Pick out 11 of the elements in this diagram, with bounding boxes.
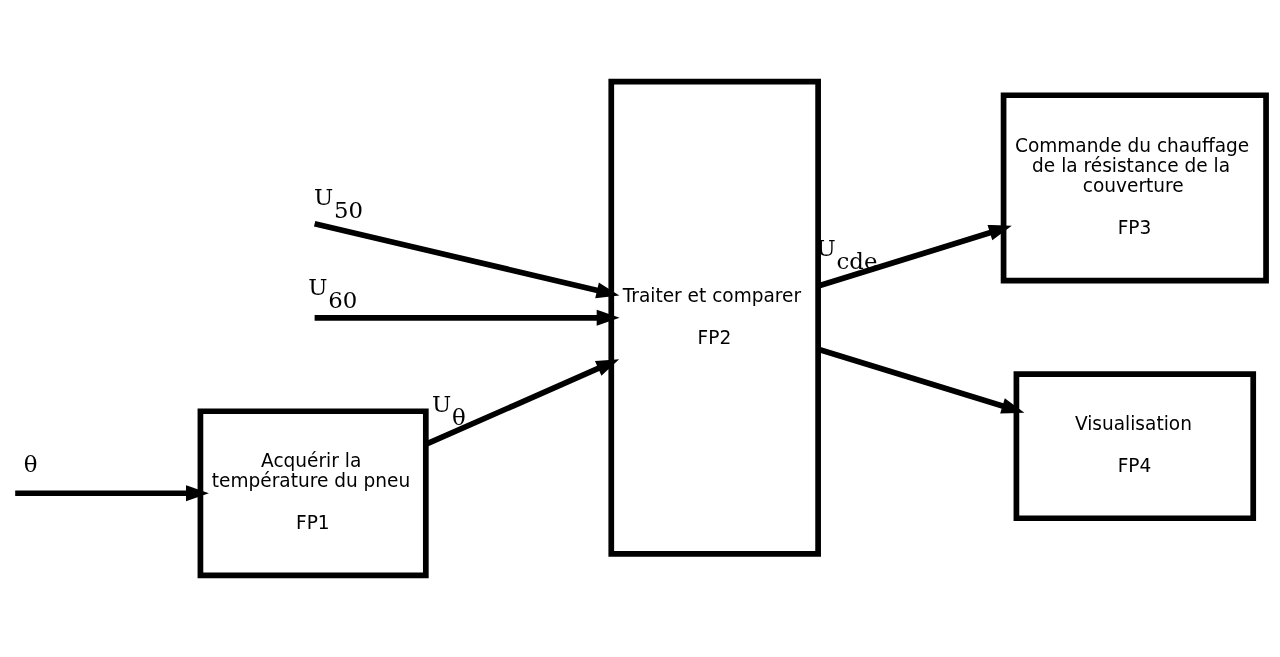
arrow	[314, 309, 620, 326]
arrow	[817, 224, 1012, 289]
arrow	[313, 220, 620, 299]
arrow	[425, 359, 620, 447]
node-box: Traiter et comparer FP2	[608, 78, 821, 557]
arrow	[817, 346, 1025, 414]
node-box: Visualisation FP4	[1013, 371, 1257, 522]
arrow	[15, 485, 209, 502]
node-box: Commande du chauffage de la résistance de la couverture FP3	[1000, 92, 1269, 284]
node-box: Acquérir la température du pneu FP1	[197, 408, 429, 579]
edge-label: θ	[23, 450, 38, 477]
